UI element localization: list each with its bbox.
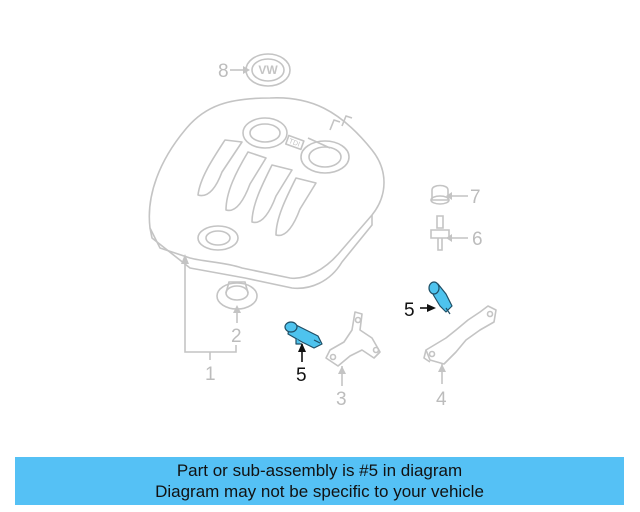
highlight-caption-banner: Part or sub-assembly is #5 in diagram Di… bbox=[15, 457, 624, 505]
callout-5-left: 5 bbox=[296, 365, 307, 386]
bracket-right bbox=[423, 305, 497, 384]
callout-8: 8 bbox=[218, 61, 229, 82]
rubber-mount bbox=[430, 184, 468, 205]
part1-leader bbox=[181, 254, 237, 360]
callout-1: 1 bbox=[205, 364, 216, 385]
callout-3: 3 bbox=[336, 389, 347, 410]
stud bbox=[430, 215, 468, 251]
callout-6: 6 bbox=[472, 229, 483, 250]
part5-right-sensor bbox=[428, 281, 453, 315]
callout-5-right: 5 bbox=[404, 300, 415, 321]
emblem-text: VW bbox=[258, 63, 278, 77]
parts-diagram: TDI VW bbox=[148, 53, 497, 410]
callout-2: 2 bbox=[231, 326, 242, 347]
callout-7: 7 bbox=[470, 187, 481, 208]
emblem bbox=[230, 53, 291, 87]
grommet bbox=[216, 281, 258, 323]
part5-left-sensor bbox=[284, 321, 323, 349]
callout-4: 4 bbox=[436, 389, 447, 410]
caption-line-part: Part or sub-assembly is #5 in diagram bbox=[176, 461, 463, 480]
caption-line-disclaimer: Diagram may not be specific to your vehi… bbox=[155, 482, 484, 501]
bracket-left bbox=[325, 311, 381, 386]
cover-badge-text: TDI bbox=[288, 138, 301, 148]
part5-right-leader bbox=[420, 304, 436, 312]
engine-cover bbox=[148, 97, 385, 290]
part5-left-leader bbox=[298, 343, 306, 362]
